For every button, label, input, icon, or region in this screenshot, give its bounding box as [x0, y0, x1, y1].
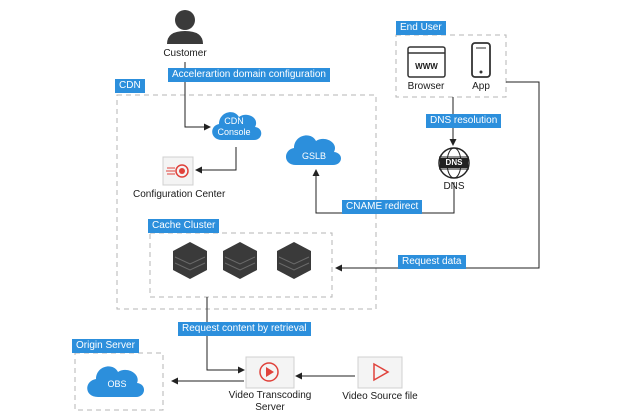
video-transcoding-icon	[245, 356, 295, 389]
edge-app-to-cache	[335, 81, 540, 272]
customer-label: Customer	[163, 48, 207, 59]
customer-person-icon	[167, 10, 203, 44]
dns-label: DNS	[443, 181, 465, 192]
video-source-file-label: Video Source file	[342, 391, 418, 402]
configuration-center-icon	[162, 156, 194, 186]
origin-server-tag: Origin Server	[72, 339, 139, 353]
cache-node-3-icon	[277, 242, 311, 279]
dns-globe-text: DNS	[445, 158, 463, 167]
gslb-label: GSLB	[301, 151, 326, 161]
video-transcoding-label-line1: Video Transcoding	[228, 390, 312, 401]
dns-resolution-tag: DNS resolution	[426, 114, 502, 128]
obs-label: OBS	[107, 379, 127, 389]
cache-cluster-box	[149, 232, 333, 298]
dns-globe-icon	[438, 147, 470, 179]
request-data-tag: Request data	[398, 255, 466, 269]
cache-node-1-icon	[173, 242, 207, 279]
edge-customer-to-console	[184, 62, 211, 131]
cdn-group-tag: CDN	[115, 79, 145, 93]
edge-cache-to-transcoding	[206, 297, 245, 374]
request-content-tag: Request content by retrieval	[178, 322, 311, 336]
browser-label: Browser	[407, 81, 445, 92]
end-user-group-tag: End User	[396, 21, 446, 35]
configuration-center-label: Configuration Center	[133, 189, 226, 200]
edge-console-to-config	[195, 147, 237, 174]
app-label: App	[472, 81, 490, 92]
cache-node-2-icon	[223, 242, 257, 279]
cdn-console-line1: CDN	[224, 116, 244, 126]
end-user-group-box	[395, 34, 507, 98]
video-transcoding-label-line2: Server	[255, 402, 285, 413]
video-source-file-icon	[357, 356, 403, 389]
cname-redirect-tag: CNAME redirect	[342, 200, 423, 214]
app-phone-icon	[471, 42, 491, 78]
cache-cluster-tag: Cache Cluster	[148, 219, 220, 233]
browser-icon	[407, 46, 446, 78]
browser-window-text: WWW	[415, 62, 438, 71]
cdn-console-cloud-icon	[212, 112, 262, 140]
acceleration-config-tag: Accelerartion domain configuration	[168, 68, 330, 82]
origin-server-box	[74, 352, 164, 411]
obs-cloud-icon	[87, 366, 145, 397]
gslb-cloud-icon	[285, 135, 342, 165]
cdn-group-box	[116, 94, 377, 310]
cdn-console-line2: Console	[217, 127, 251, 137]
